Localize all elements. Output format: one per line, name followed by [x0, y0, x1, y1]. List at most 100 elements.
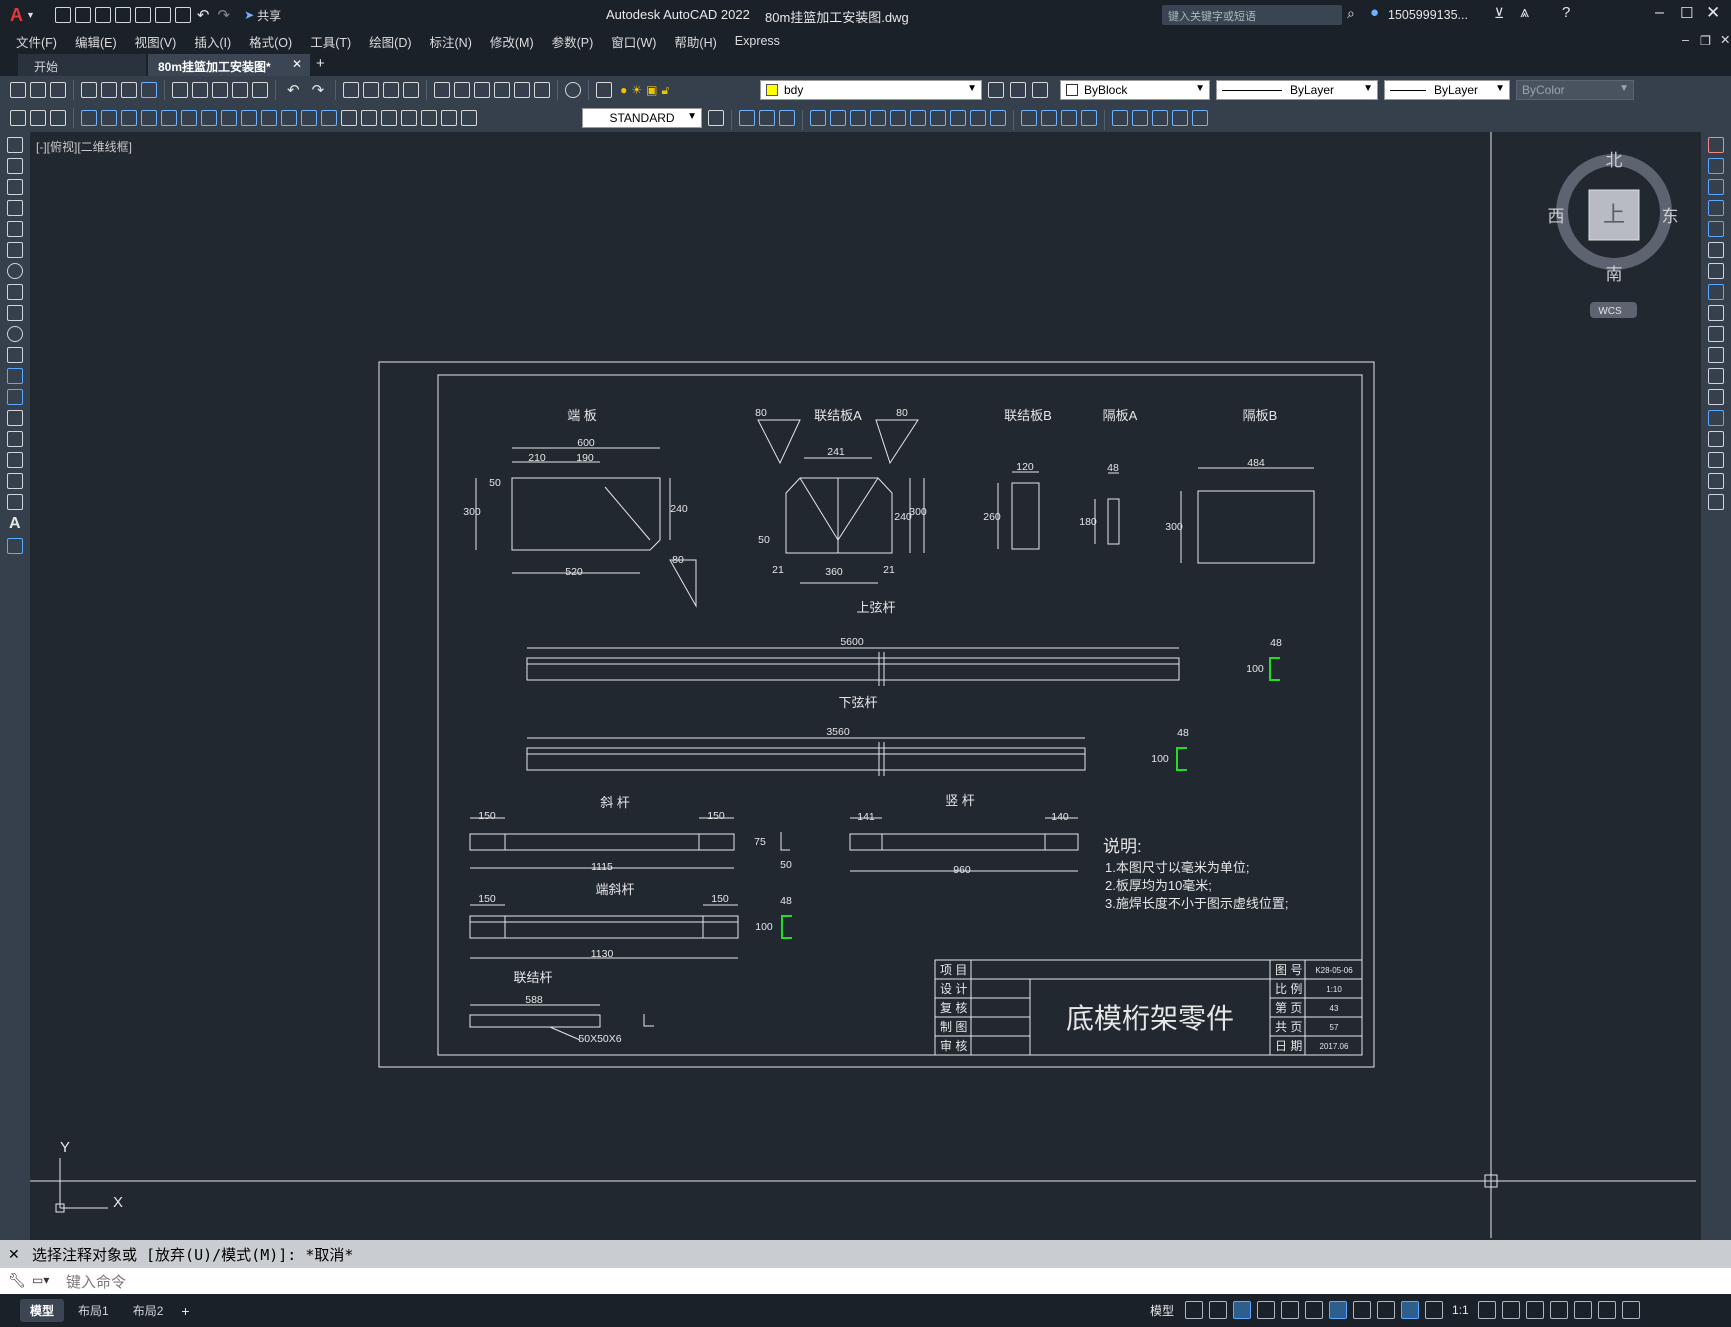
add-selected-icon[interactable] — [7, 538, 23, 554]
offset-icon[interactable] — [1708, 200, 1724, 216]
lineweight-dropdown[interactable]: ByLayer ▼ — [1384, 80, 1510, 100]
sheet-set-icon[interactable] — [494, 82, 511, 98]
polar-icon[interactable] — [1257, 1301, 1276, 1319]
viewcube-west[interactable]: 西 — [1548, 207, 1565, 226]
extend-icon[interactable] — [1708, 347, 1724, 363]
workspace-gear-icon[interactable] — [1477, 1301, 1496, 1319]
command-settings-icon[interactable]: 🔧︎ — [8, 1272, 26, 1288]
chamfer-icon[interactable] — [1021, 110, 1037, 126]
model-space-button[interactable]: 模型 — [1150, 1303, 1175, 1318]
dim-break-icon[interactable] — [321, 110, 337, 126]
layout-tab-model[interactable]: 模型 — [20, 1299, 65, 1322]
command-close-icon[interactable]: ✕ — [8, 1246, 20, 1262]
user-icon[interactable]: ● — [1370, 4, 1380, 21]
doc-minimize-button[interactable]: – — [1682, 33, 1689, 47]
quick-dim-icon[interactable] — [241, 110, 257, 126]
help-icon[interactable] — [565, 82, 582, 98]
copy-object-icon[interactable] — [759, 110, 775, 126]
customize-icon[interactable] — [1621, 1301, 1640, 1319]
make-block-icon[interactable] — [7, 389, 23, 405]
plotstyle-dropdown[interactable]: ByColor ▼ — [1516, 80, 1634, 100]
linear-dim-icon[interactable] — [81, 110, 97, 126]
tool-palettes-icon[interactable] — [474, 82, 491, 98]
pan-icon[interactable] — [343, 82, 360, 98]
isolate-objects-icon[interactable] — [1573, 1301, 1592, 1319]
menu-edit[interactable]: 编辑(E) — [74, 35, 117, 50]
menu-tools[interactable]: 工具(T) — [310, 35, 352, 50]
offset-icon[interactable] — [810, 110, 826, 126]
grid-icon[interactable] — [1185, 1301, 1204, 1319]
rotate-icon[interactable] — [870, 110, 886, 126]
annotation-visibility-icon[interactable] — [1401, 1301, 1420, 1319]
scale-icon[interactable] — [1708, 284, 1724, 300]
break-icon[interactable] — [1708, 389, 1724, 405]
insert-block-icon[interactable] — [7, 368, 23, 384]
paste-icon[interactable] — [212, 82, 228, 98]
markup-icon[interactable] — [514, 82, 531, 98]
menu-parametric[interactable]: 参数(P) — [551, 35, 594, 50]
arc-length-icon[interactable] — [121, 110, 137, 126]
cut-icon[interactable] — [172, 82, 188, 98]
menu-file[interactable]: 文件(F) — [16, 35, 57, 50]
dim-style-icon[interactable] — [708, 110, 724, 126]
ellipse-arc-icon[interactable] — [7, 347, 23, 363]
rectangle-icon[interactable] — [7, 221, 23, 237]
make-current-layer-icon[interactable] — [988, 82, 1004, 98]
layer-previous-icon[interactable] — [1010, 82, 1026, 98]
viewcube[interactable]: 上 北 南 东 西 WCS — [1548, 151, 1679, 318]
gradient-icon[interactable] — [7, 452, 23, 468]
isodraft-icon[interactable] — [1281, 1301, 1300, 1319]
plot-icon[interactable] — [174, 7, 191, 23]
autodesk-app-icon[interactable]: ⩓ — [1520, 4, 1530, 21]
3d-print-icon[interactable] — [141, 82, 157, 98]
trim-icon[interactable] — [1708, 326, 1724, 342]
zoom-window-icon[interactable] — [383, 82, 400, 98]
dim-space-icon[interactable] — [301, 110, 317, 126]
cloud-icon[interactable] — [10, 110, 26, 126]
copy-icon[interactable] — [192, 82, 208, 98]
lineweight-icon[interactable] — [1353, 1301, 1372, 1319]
model-space-canvas[interactable]: Y X — [30, 132, 1701, 1240]
clean-screen-icon[interactable] — [1597, 1301, 1616, 1319]
text-front-icon[interactable] — [1172, 110, 1188, 126]
open-icon[interactable] — [30, 82, 46, 98]
continue-icon[interactable] — [281, 110, 297, 126]
layer-properties-icon[interactable] — [596, 82, 613, 98]
design-center-icon[interactable] — [454, 82, 471, 98]
polygon-icon[interactable] — [7, 200, 23, 216]
doc-restore-button[interactable]: ❐ — [1700, 34, 1712, 48]
inspect-icon[interactable] — [381, 110, 397, 126]
spline-icon[interactable] — [7, 305, 23, 321]
viewcube-east[interactable]: 东 — [1662, 207, 1679, 226]
doc-close-button[interactable]: ✕ — [1720, 33, 1731, 47]
tab-start[interactable]: 开始 — [18, 54, 146, 76]
blend-icon[interactable] — [1708, 473, 1724, 489]
diameter-icon[interactable] — [201, 110, 217, 126]
layer-on-icon[interactable]: ● — [620, 83, 628, 97]
viewcube-compass-ring[interactable] — [1556, 154, 1672, 270]
zoom-realtime-icon[interactable] — [363, 82, 380, 98]
annotation-monitor-icon[interactable] — [1501, 1301, 1520, 1319]
new-icon[interactable] — [54, 7, 71, 23]
layer-state-icon[interactable] — [1032, 82, 1048, 98]
bring-front-icon[interactable] — [1132, 110, 1148, 126]
layer-dropdown[interactable]: bdy ▼ — [760, 80, 982, 100]
color-dropdown[interactable]: ByBlock ▼ — [1060, 80, 1210, 100]
erase-icon[interactable] — [1708, 137, 1724, 153]
construction-line-icon[interactable] — [7, 158, 23, 174]
viewport-controls[interactable]: [-][俯视][二维线框] — [36, 140, 133, 154]
cart-icon[interactable]: ⊻ — [1494, 5, 1505, 21]
object-snap-icon[interactable] — [1329, 1301, 1348, 1319]
join-icon[interactable] — [1708, 410, 1724, 426]
quick-properties-icon[interactable] — [1549, 1301, 1568, 1319]
ortho-icon[interactable] — [1233, 1301, 1252, 1319]
menu-view[interactable]: 视图(V) — [134, 35, 177, 50]
join-icon[interactable] — [990, 110, 1006, 126]
draw-order-icon[interactable] — [1112, 110, 1128, 126]
object-snap-tracking-icon[interactable] — [1305, 1301, 1324, 1319]
break-at-point-icon[interactable] — [1708, 368, 1724, 384]
multiline-text-icon[interactable]: A — [9, 515, 21, 532]
qnew-icon[interactable] — [10, 82, 26, 98]
markup-icon[interactable] — [30, 110, 46, 126]
open-icon[interactable] — [74, 7, 91, 23]
